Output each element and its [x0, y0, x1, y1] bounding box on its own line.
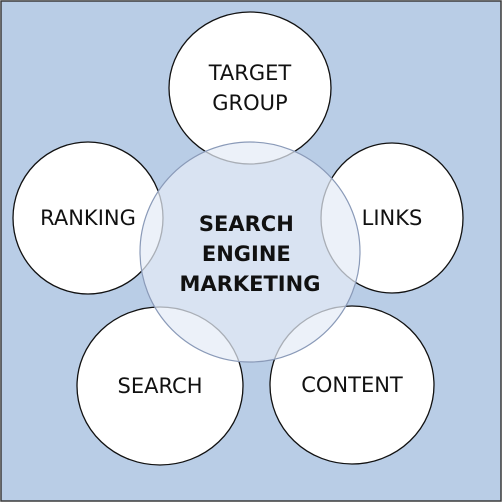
ranking-label: RANKING: [40, 206, 136, 230]
center-label-line-1: SEARCH: [199, 212, 294, 236]
content-circle: [269, 305, 435, 465]
content-label-line-1: CONTENT: [301, 373, 403, 397]
links-label: LINKS: [362, 206, 423, 230]
center-label-line-2: ENGINE: [202, 242, 291, 266]
center-circle: [139, 141, 361, 363]
ranking-label-line-1: RANKING: [40, 206, 136, 230]
links-label-line-1: LINKS: [362, 206, 423, 230]
content-label: CONTENT: [301, 373, 403, 397]
target-group-circle: [168, 11, 332, 165]
search-label: SEARCH: [118, 374, 203, 398]
center-label-line-3: MARKETING: [180, 272, 321, 296]
target-group-label: TARGET GROUP: [208, 61, 292, 115]
target-group-label-line-1: TARGET: [208, 61, 292, 85]
center-label: SEARCH ENGINE MARKETING: [180, 212, 321, 296]
center-node: SEARCH ENGINE MARKETING: [139, 141, 361, 363]
target-group-label-line-2: GROUP: [212, 91, 287, 115]
search-label-line-1: SEARCH: [118, 374, 203, 398]
